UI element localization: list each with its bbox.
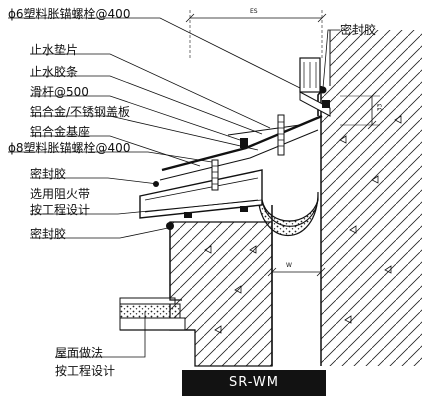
right-wall bbox=[320, 30, 422, 366]
label-sealant-left-2: 密封胶 bbox=[30, 227, 67, 241]
label-fire-belt-line1: 选用阻火带 bbox=[30, 187, 91, 201]
right-cap bbox=[299, 57, 331, 117]
slide-rod bbox=[211, 114, 301, 191]
cover-plate bbox=[159, 89, 323, 181]
label-waterstop-strip: 止水胶条 bbox=[30, 65, 79, 79]
left-structure bbox=[169, 205, 273, 367]
model-code-badge: SR-WM bbox=[182, 370, 326, 396]
label-sealant-right: 密封胶 bbox=[340, 23, 377, 37]
label-anchor-bolt-8: ϕ8塑料胀锚螺栓@400 bbox=[8, 141, 131, 155]
dim-gap-width: W bbox=[286, 262, 292, 269]
dimension-lines bbox=[185, 10, 380, 277]
leader-lines bbox=[8, 17, 340, 358]
label-cover-plate: 铝合金/不锈钢盖板 bbox=[30, 105, 131, 119]
fire-belt bbox=[257, 191, 319, 237]
label-sealant-left-1: 密封胶 bbox=[30, 167, 67, 181]
label-fire-belt-line2: 按工程设计 bbox=[30, 203, 91, 217]
label-roofing-line1: 屋面做法 bbox=[55, 346, 104, 360]
label-roofing-line2: 按工程设计 bbox=[55, 364, 116, 378]
dim-top-width: ES bbox=[250, 8, 258, 15]
base-seat bbox=[139, 169, 263, 219]
label-anchor-bolt-6: ϕ6塑料胀锚螺栓@400 bbox=[8, 7, 131, 21]
label-waterstop-gasket: 止水垫片 bbox=[30, 43, 79, 57]
label-slide-rod: 滑杆@500 bbox=[30, 85, 89, 99]
label-base-seat: 铝合金基座 bbox=[30, 125, 91, 139]
dim-right-height: 33 bbox=[376, 103, 384, 112]
roofing-layers bbox=[119, 222, 195, 331]
